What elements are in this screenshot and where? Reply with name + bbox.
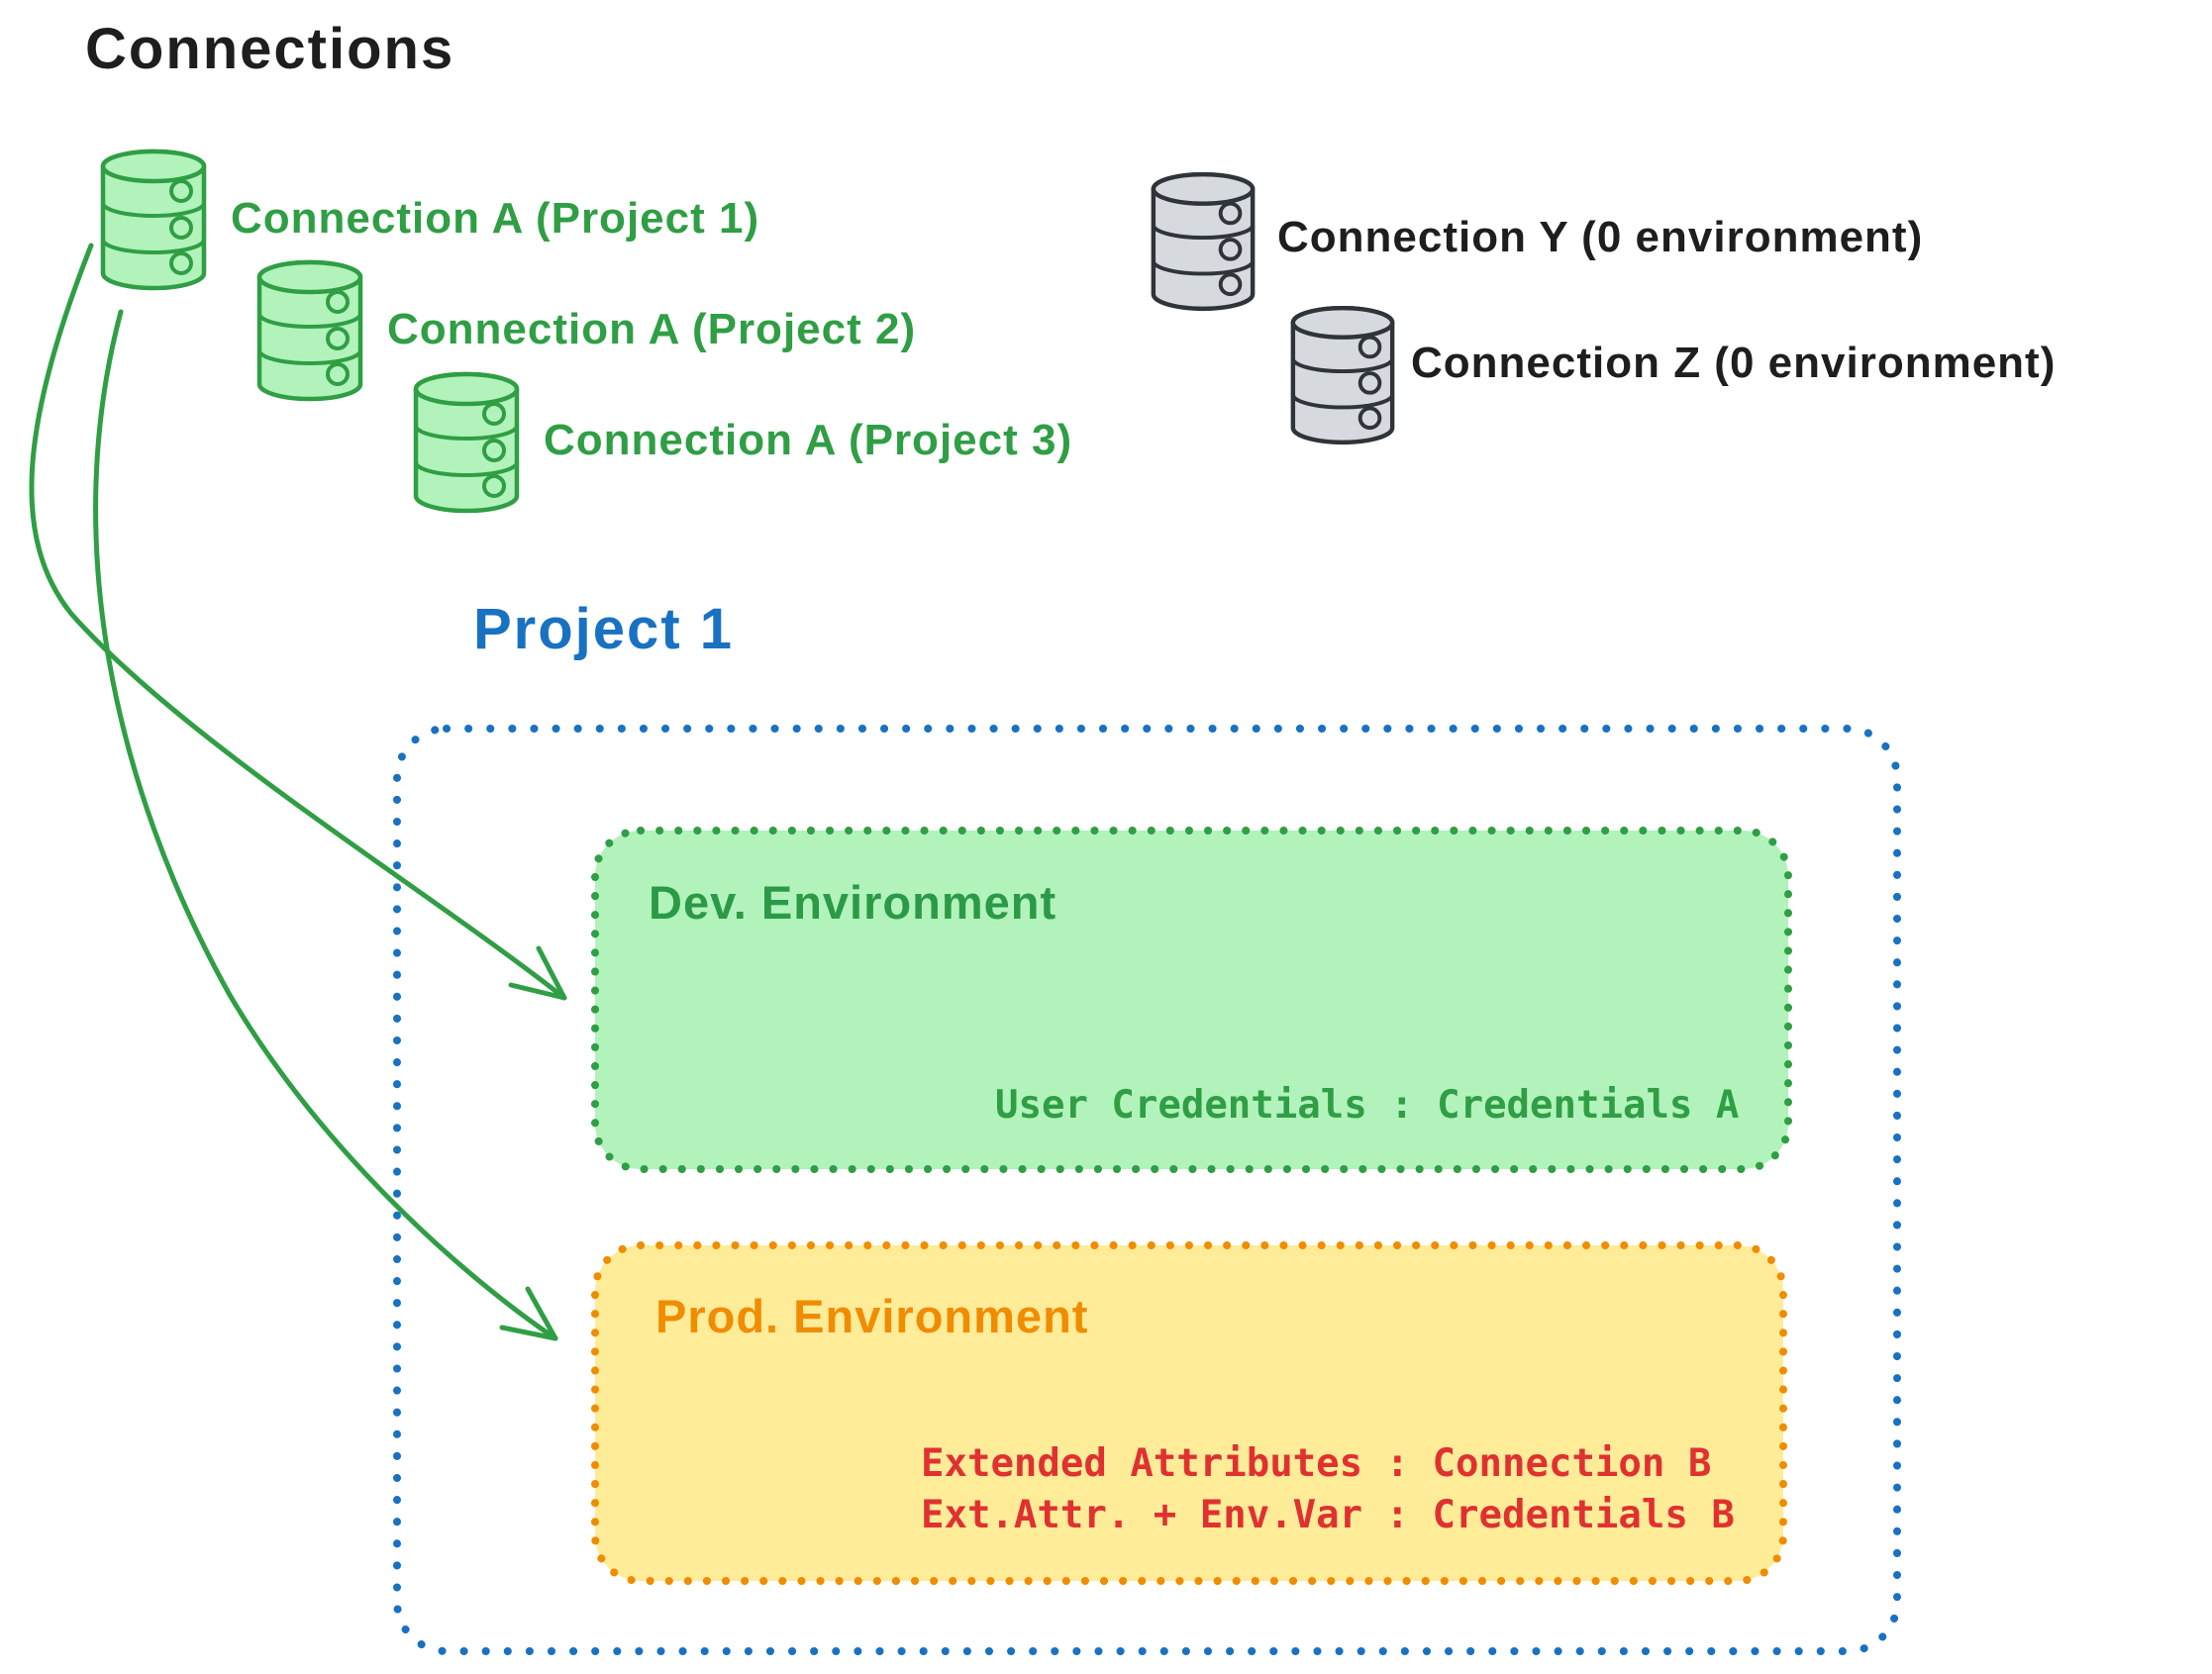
arrow-to-dev-environment <box>29 243 567 1001</box>
arrow-to-prod-environment <box>93 309 558 1341</box>
database-icon-connection-a-project-1 <box>103 151 204 288</box>
database-icon-connection-z <box>1292 308 1393 443</box>
arrowhead-icon <box>499 1286 558 1341</box>
project-1-box <box>393 725 1901 1655</box>
dev-credentials-text: User Credentials : Credentials A <box>995 1083 1740 1128</box>
database-icon-connection-y <box>1153 174 1254 309</box>
connection-a-project-1-label: Connection A (Project 1) <box>231 194 760 243</box>
project-1-title: Project 1 <box>473 597 734 661</box>
prod-environment-title: Prod. Environment <box>655 1290 1089 1342</box>
connection-y-label: Connection Y (0 environment) <box>1277 213 1924 261</box>
connection-a-project-3-label: Connection A (Project 3) <box>544 416 1073 464</box>
database-icon-connection-a-project-2 <box>259 262 360 399</box>
dev-environment-title: Dev. Environment <box>649 876 1057 929</box>
connection-a-project-2-label: Connection A (Project 2) <box>387 305 917 353</box>
prod-environment-box <box>591 1241 1787 1585</box>
diagram-title: Connections <box>85 17 455 81</box>
connection-z-label: Connection Z (0 environment) <box>1411 339 2057 387</box>
dev-environment-box <box>591 827 1792 1173</box>
database-icon-connection-a-project-3 <box>416 374 517 511</box>
prod-extended-attributes-line: Extended Attributes : Connection B <box>921 1441 1712 1486</box>
arrowhead-icon <box>508 945 567 1001</box>
prod-ext-attr-env-var-line: Ext.Attr. + Env.Var : Credentials B <box>921 1493 1735 1537</box>
